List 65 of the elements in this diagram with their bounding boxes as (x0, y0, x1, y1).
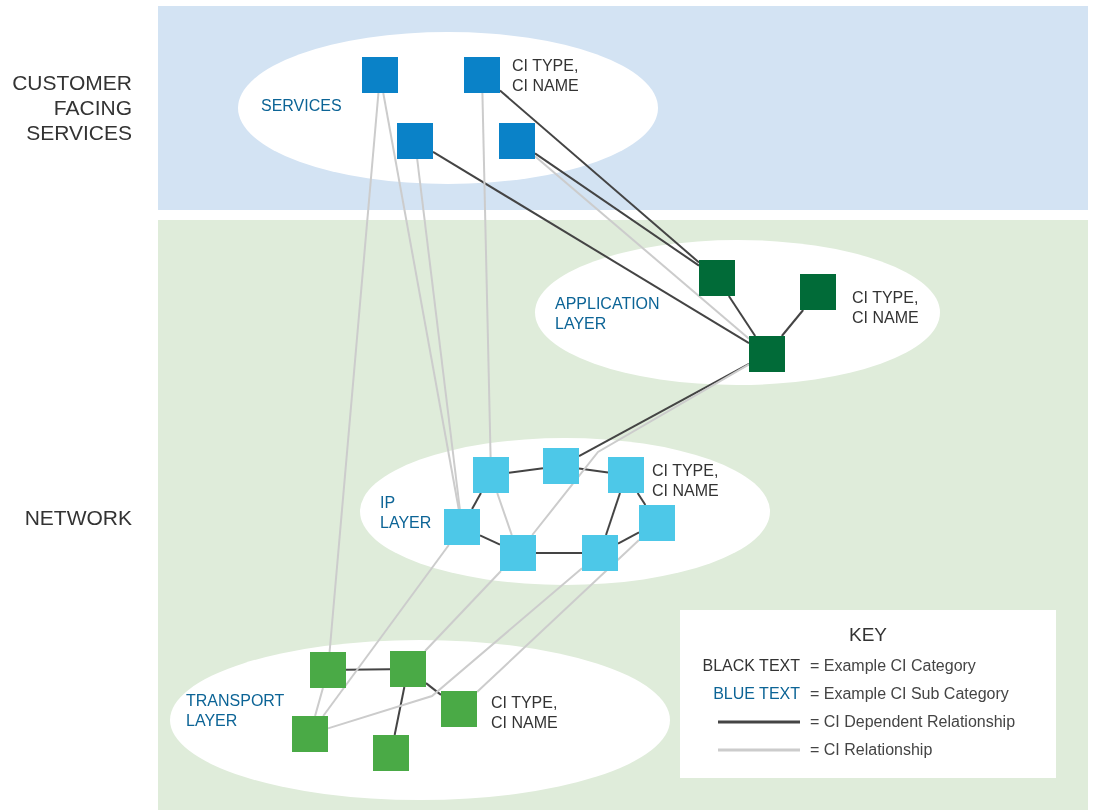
relationship-line (382, 92, 460, 510)
ci-square (639, 505, 675, 541)
relationship-line (508, 467, 544, 474)
key-sample-text: BLACK TEXT (702, 657, 800, 675)
key-description: = CI Dependent Relationship (810, 713, 1016, 731)
relationship-line (534, 155, 750, 340)
ci-square (473, 457, 509, 493)
relationship-line (322, 544, 450, 717)
relationship-line (345, 668, 391, 671)
relationship-line (535, 552, 583, 554)
relationship-line (780, 309, 805, 337)
key-description: = Example CI Sub Category (810, 685, 1009, 703)
relationship-line (496, 492, 513, 536)
band-heading: CUSTOMER FACING SERVICES (11, 70, 132, 145)
layer-label: IP LAYER (380, 493, 433, 533)
relationship-line (617, 531, 640, 545)
relationship-line (479, 534, 501, 546)
ci-square (464, 57, 500, 93)
ci-type-label: CI TYPE, CI NAME (652, 461, 720, 501)
relationship-line (578, 362, 750, 458)
ci-type-label: CI TYPE, CI NAME (491, 693, 559, 733)
ci-square (500, 535, 536, 571)
key-title: KEY (849, 624, 887, 646)
ci-square (499, 123, 535, 159)
relationship-line (531, 363, 750, 536)
relationship-line (636, 492, 647, 506)
band-heading: NETWORK (23, 505, 132, 530)
layer-label: APPLICATION LAYER (555, 294, 661, 334)
layer-label: SERVICES (261, 96, 343, 116)
relationship-line (481, 92, 492, 458)
ci-square (800, 274, 836, 310)
relationship-line (534, 152, 700, 267)
ci-square (362, 57, 398, 93)
ci-square (699, 260, 735, 296)
ci-square (292, 716, 328, 752)
ci-square (582, 535, 618, 571)
key-description: = CI Relationship (810, 741, 933, 759)
ci-square (543, 448, 579, 484)
relationship-line (432, 150, 750, 345)
ci-square (441, 691, 477, 727)
ci-square (749, 336, 785, 372)
ci-type-label: CI TYPE, CI NAME (512, 56, 580, 96)
relationship-line (314, 687, 324, 717)
relationship-line (499, 89, 700, 264)
relationship-line (393, 686, 406, 736)
key-description: = Example CI Category (810, 657, 976, 675)
relationship-line (605, 492, 621, 536)
ci-square (608, 457, 644, 493)
ci-type-label: CI TYPE, CI NAME (852, 288, 920, 328)
ci-square (310, 652, 346, 688)
key-sample-text: BLUE TEXT (713, 685, 800, 703)
relationship-line (416, 158, 461, 510)
ci-square (397, 123, 433, 159)
relationship-line (471, 492, 482, 510)
relationship-line (328, 92, 380, 653)
relationship-line (727, 295, 757, 337)
relationship-line (476, 538, 640, 694)
relationship-line (425, 682, 442, 696)
ci-square (373, 735, 409, 771)
relationship-line (578, 467, 609, 474)
layer-label: TRANSPORT LAYER (186, 691, 286, 731)
relationship-line (424, 570, 502, 652)
ci-square (444, 509, 480, 545)
relationship-line (327, 567, 583, 730)
ci-square (390, 651, 426, 687)
